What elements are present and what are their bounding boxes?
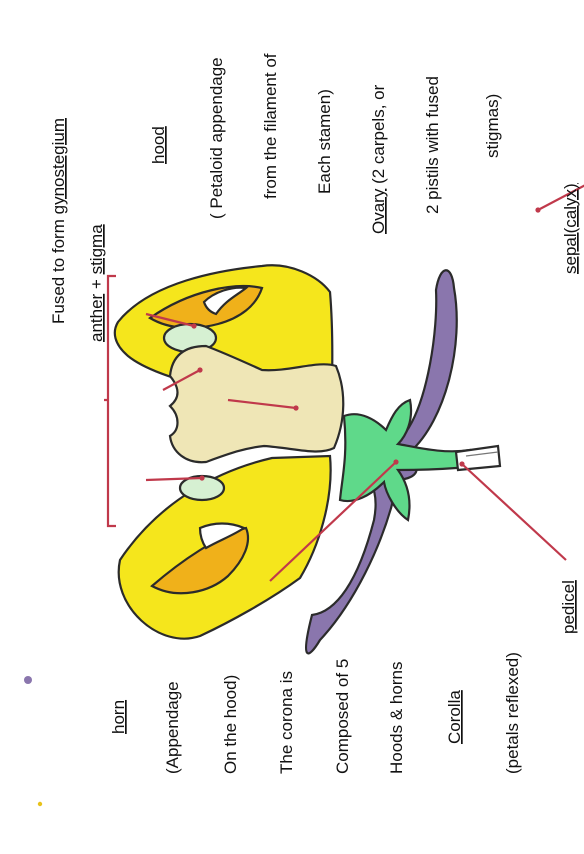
label-corolla: Corolla — [445, 690, 464, 744]
label-hood-desc-3: Each stamen) — [315, 89, 334, 194]
anther-leader-b-dot — [199, 475, 204, 480]
label-pedicel: pedicel — [559, 580, 578, 634]
sepal-leader-dot — [393, 459, 398, 464]
anther-leader-a-dot — [191, 323, 196, 328]
label-corona-1: The corona is — [277, 671, 296, 774]
label-gynostegium: Fused to form gynostegium — [49, 118, 68, 324]
horn-leader-dot — [535, 207, 540, 212]
label-hood: hood — [149, 126, 168, 164]
sepal-calyx — [340, 400, 472, 520]
speck-yellow — [38, 802, 42, 806]
label-anther-stigma: anther + stigma — [87, 224, 106, 342]
label-horn: horn — [109, 700, 128, 734]
label-horn-desc-1: (Appendage — [163, 681, 182, 774]
ovary-leader-dot — [293, 405, 298, 410]
label-corona-2: Composed of 5 — [333, 659, 352, 774]
label-corona-3: Hoods & horns — [387, 662, 406, 774]
label-ovary-desc-3: stigmas) — [483, 94, 502, 158]
speck-purple — [24, 676, 32, 684]
label-ovary-desc-2: 2 pistils with fused — [423, 76, 442, 214]
pedicel-leader-dot — [459, 461, 464, 466]
label-hood-desc-1: ( Petaloid appendage — [207, 57, 226, 219]
pedicel-leader — [462, 464, 566, 560]
label-sepal: sepal(calyx) — [561, 183, 580, 274]
label-corolla-desc: (petals reflexed) — [503, 652, 522, 774]
label-horn-desc-2: On the hood) — [221, 675, 240, 774]
label-hood-desc-2: from the filament of — [261, 53, 280, 199]
flower-illustration — [24, 265, 500, 806]
label-ovary: Ovary (2 carpels, or — [369, 84, 388, 234]
hood-leader-dot — [197, 367, 202, 372]
